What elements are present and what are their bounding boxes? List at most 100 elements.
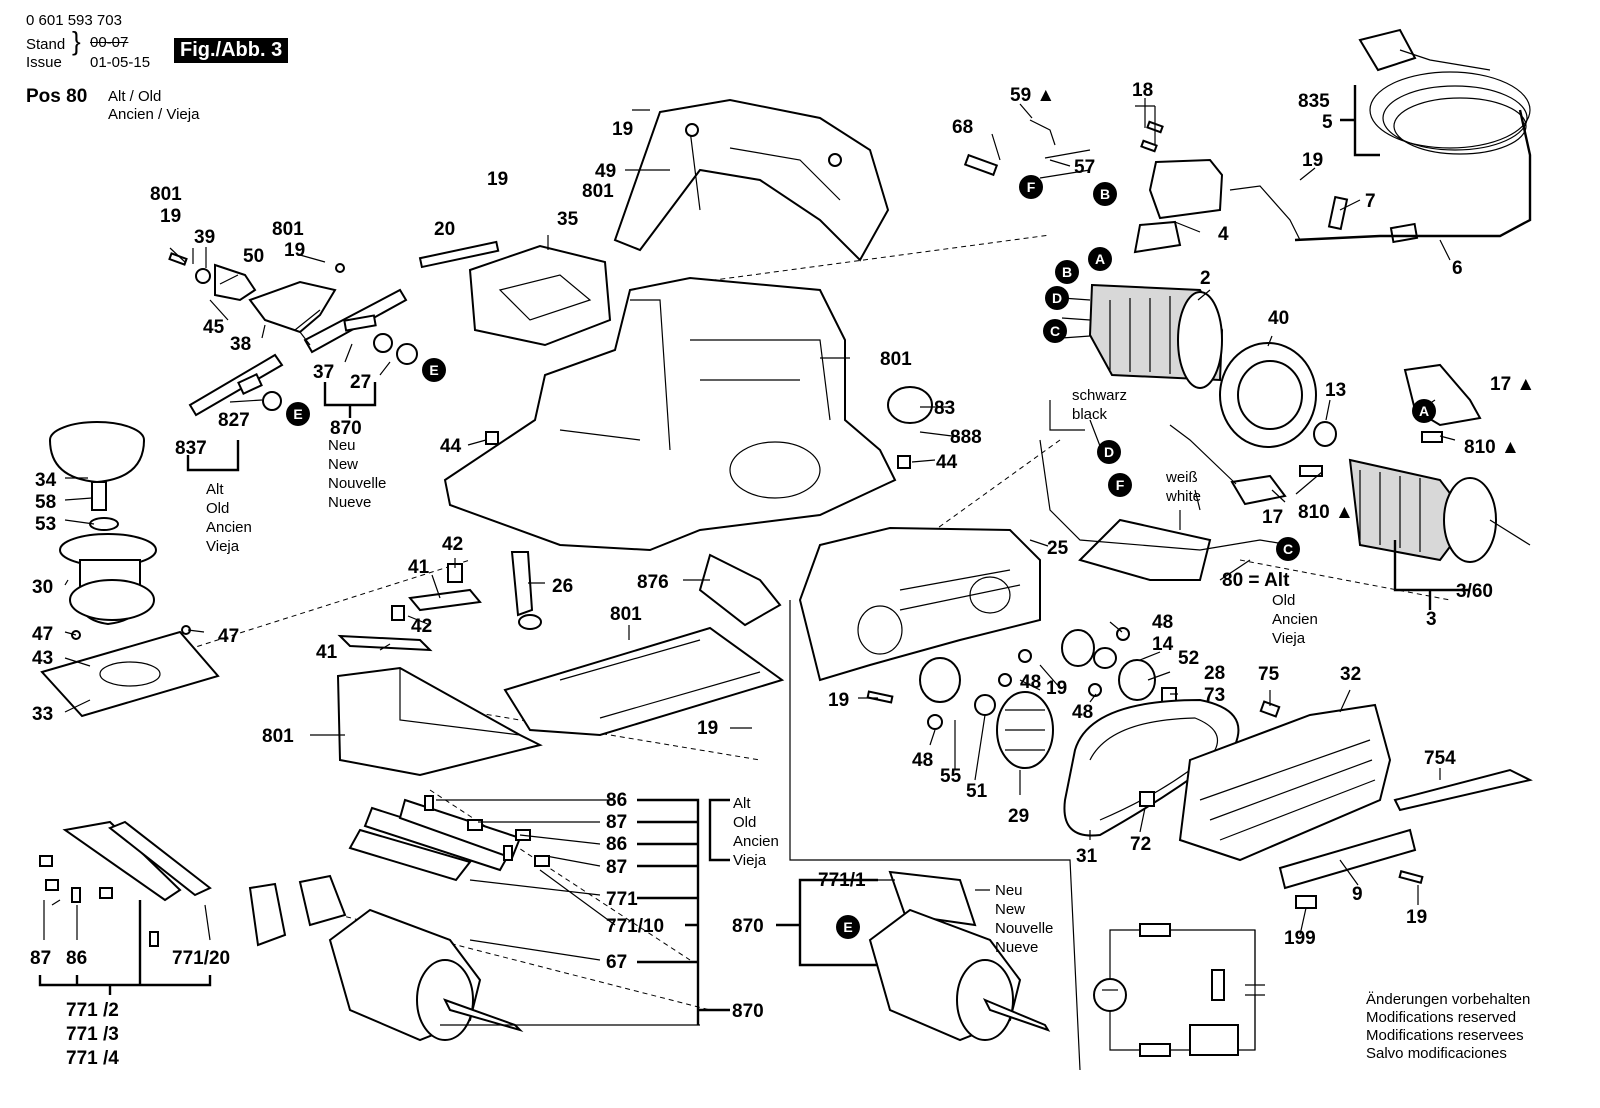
- label-19-b: 19: [284, 240, 305, 261]
- switch-and-cable: [963, 28, 1532, 254]
- base-plate: [503, 553, 785, 737]
- label-801-e: 801: [610, 604, 642, 625]
- note-neu-blades: Neu New Nouvelle Nueve: [995, 882, 1053, 956]
- svg-text:Alt: Alt: [206, 481, 224, 498]
- marker-c-1: C: [1043, 319, 1067, 343]
- svg-text:C: C: [1050, 323, 1060, 339]
- label-2: 2: [1200, 268, 1211, 289]
- svg-text:D: D: [1104, 444, 1114, 460]
- assembly-outline: [789, 600, 1081, 1071]
- label-25: 25: [1047, 538, 1069, 559]
- label-771: 771: [606, 889, 638, 910]
- label-13: 13: [1325, 380, 1346, 401]
- label-72: 72: [1130, 834, 1151, 855]
- svg-text:New: New: [995, 901, 1025, 918]
- svg-text:Vieja: Vieja: [206, 538, 240, 555]
- old-date: 00-07: [90, 34, 129, 51]
- marker-f-1: F: [1019, 175, 1043, 199]
- marker-e-1: E: [422, 358, 446, 382]
- label-30: 30: [32, 577, 53, 598]
- svg-text:E: E: [429, 362, 438, 378]
- label-86-b: 86: [606, 834, 627, 855]
- note-weiss: weiß white: [1165, 469, 1201, 505]
- label-31: 31: [1076, 846, 1098, 867]
- svg-text:A: A: [1095, 251, 1105, 267]
- label-810-b: 810 ▲: [1298, 502, 1354, 523]
- footer-line-1: Änderungen vorbehalten: [1366, 991, 1531, 1008]
- note-alt-left: Alt Old Ancien Vieja: [206, 481, 252, 555]
- svg-text:F: F: [1116, 477, 1125, 493]
- svg-text:Nouvelle: Nouvelle: [995, 920, 1053, 937]
- label-87-b: 87: [606, 857, 627, 878]
- label-42-a: 42: [442, 534, 463, 555]
- note-neu-left: Neu New Nouvelle Nueve: [328, 437, 386, 511]
- label-6: 6: [1452, 258, 1463, 279]
- handle-cover: [613, 98, 890, 262]
- label-44-a: 44: [440, 436, 462, 457]
- label-3-60: 3/60: [1456, 581, 1493, 602]
- label-52: 52: [1178, 648, 1199, 669]
- label-47-a: 47: [32, 624, 53, 645]
- depth-knob-assembly: [40, 421, 220, 718]
- label-43: 43: [32, 648, 53, 669]
- label-5: 5: [1322, 112, 1333, 133]
- figure-title: Fig./Abb. 3: [174, 38, 289, 63]
- svg-text:Old: Old: [1272, 592, 1295, 609]
- svg-text:D: D: [1052, 290, 1062, 306]
- label-50: 50: [243, 246, 264, 267]
- label-837: 837: [175, 438, 207, 459]
- label-48-b: 48: [1020, 672, 1041, 693]
- blade-drum-new: [868, 870, 1051, 1042]
- label-55: 55: [940, 766, 962, 787]
- label-771-20: 771/20: [172, 948, 230, 969]
- label-771-2: 771 /2: [66, 1000, 119, 1021]
- belt-cover: [1178, 700, 1533, 909]
- connection-markers: E E F B A B D C D F A C E: [286, 175, 1436, 939]
- label-73: 73: [1204, 685, 1225, 706]
- label-87-a: 87: [606, 812, 627, 833]
- label-801-c: 801: [582, 181, 614, 202]
- label-17-a: 17 ▲: [1490, 374, 1535, 395]
- field-coil: [1061, 283, 1224, 389]
- label-44-b: 44: [936, 452, 958, 473]
- brush-plate: [1039, 439, 1291, 581]
- label-41-b: 41: [316, 642, 338, 663]
- note-alt-80: 80 = Alt Old Ancien Vieja: [1222, 570, 1318, 647]
- label-810-a: 810 ▲: [1464, 437, 1520, 458]
- svg-text:schwarz: schwarz: [1072, 387, 1127, 404]
- label-26: 26: [552, 576, 573, 597]
- label-49: 49: [595, 161, 616, 182]
- label-199: 199: [1284, 928, 1316, 949]
- label-35: 35: [557, 209, 579, 230]
- part-number: 0 601 593 703: [26, 12, 122, 29]
- label-28: 28: [1204, 663, 1225, 684]
- svg-text:E: E: [843, 919, 852, 935]
- label-41-a: 41: [408, 557, 430, 578]
- label-870-b: 870: [732, 1001, 764, 1022]
- label-876: 876: [637, 572, 669, 593]
- label-9: 9: [1352, 884, 1363, 905]
- svg-text:80 = Alt: 80 = Alt: [1222, 570, 1290, 591]
- pos80-title: Pos 80: [26, 86, 88, 107]
- label-57: 57: [1074, 157, 1095, 178]
- armature: [1169, 363, 1531, 563]
- svg-text:Vieja: Vieja: [1272, 630, 1306, 647]
- svg-text:Nueve: Nueve: [995, 939, 1038, 956]
- label-39: 39: [194, 227, 215, 248]
- label-32: 32: [1340, 664, 1361, 685]
- label-3: 3: [1426, 609, 1437, 630]
- label-86-a: 86: [606, 790, 627, 811]
- label-14: 14: [1152, 634, 1174, 655]
- note-schwarz: schwarz black: [1072, 387, 1127, 423]
- label-835: 835: [1298, 91, 1330, 112]
- svg-text:Nueve: Nueve: [328, 494, 371, 511]
- label-51: 51: [966, 781, 988, 802]
- svg-text:weiß: weiß: [1165, 469, 1198, 486]
- svg-text:Nouvelle: Nouvelle: [328, 475, 386, 492]
- svg-text:Ancien: Ancien: [206, 519, 252, 536]
- label-888: 888: [950, 427, 982, 448]
- blade-drum: [248, 874, 524, 1042]
- depth-adjust-parts: [336, 551, 543, 777]
- label-771-4: 771 /4: [66, 1048, 119, 1069]
